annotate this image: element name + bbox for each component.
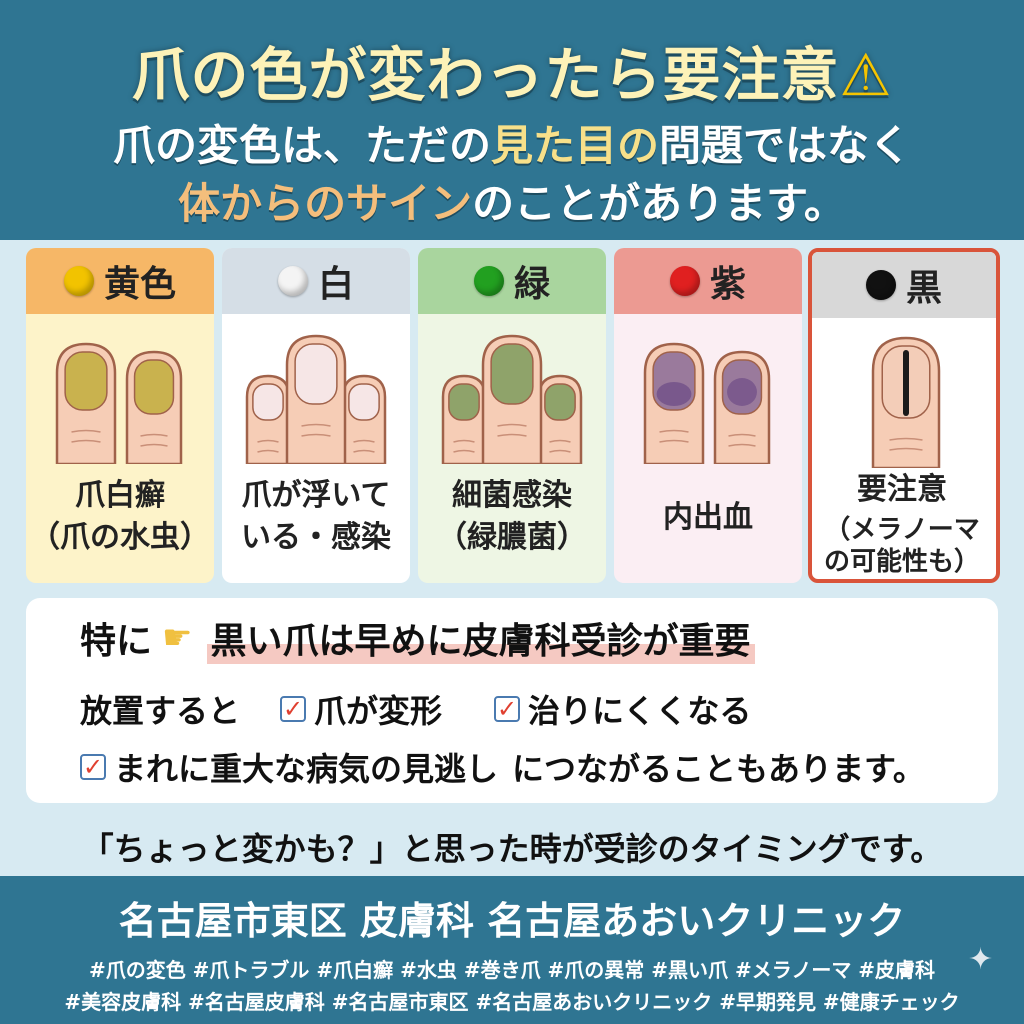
card-color-name: 黄色	[103, 264, 176, 305]
checkbox-icon: ✓	[494, 695, 521, 723]
card-header: 緑	[418, 248, 606, 314]
subtitle-text: のことがあります。	[472, 179, 846, 228]
checkbox-icon: ✓	[80, 753, 106, 781]
card-header: 黄色	[26, 248, 214, 314]
finger-shape	[341, 374, 387, 464]
nail-color-cards: 黄色 爪白癬 （爪の水虫） 白 爪が浮いて いる・感染 緑 細菌感染 （緑膿菌）…	[0, 248, 1024, 593]
nail-illustration	[812, 318, 996, 468]
fingers-svg	[245, 334, 387, 464]
subtitle-highlight: 体からのサイン	[178, 179, 473, 228]
card-label: 細菌感染	[452, 478, 572, 513]
finger-shape	[643, 342, 705, 464]
subtitle-highlight: 見た目の	[490, 121, 659, 170]
green-dot-icon	[473, 266, 504, 296]
nail-shape	[252, 383, 284, 421]
card-header: 黒	[812, 252, 996, 318]
finger-shape	[871, 336, 941, 468]
card-label: 爪白癬	[75, 478, 165, 513]
black-dot-icon	[865, 270, 896, 300]
warning-panel: 特に ☛ 黒い爪は早めに皮膚科受診が重要 放置すると ✓爪が変形 ✓治りにくくな…	[26, 598, 998, 803]
title-text: 爪の色が変わったら要注意	[131, 41, 840, 109]
panel-lead: 特に	[80, 621, 153, 662]
card-label: 爪が浮いて	[241, 478, 391, 513]
nail-shape	[490, 343, 534, 405]
nail-shape	[294, 343, 338, 405]
clinic-name: 名古屋市東区 皮膚科 名古屋あおいクリニック	[118, 899, 906, 943]
finger-shape	[537, 374, 583, 464]
finger-shape	[713, 350, 771, 464]
page-title: 爪の色が変わったら要注意⚠	[0, 28, 1024, 112]
red-dot-icon	[669, 266, 700, 296]
subtitle-line-2: 体からのサインのことがあります。	[0, 170, 1024, 231]
finger-shape	[125, 350, 183, 464]
card-label-sub: （緑膿菌）	[437, 520, 587, 555]
hashtags-line-1: #爪の変色 #爪トラブル #爪白癬 #水虫 #巻き爪 #爪の異常 #黒い爪 #メ…	[88, 958, 936, 982]
nail-illustration	[26, 314, 214, 464]
card-label: 要注意	[857, 472, 947, 507]
check-item: 爪が変形	[314, 692, 443, 730]
warning-icon: ⚠	[839, 41, 893, 109]
checkbox-icon: ✓	[280, 695, 307, 723]
nail-illustration	[222, 314, 410, 464]
check-item-suffix: につながることもあります。	[512, 750, 925, 788]
melanoma-streak	[903, 350, 909, 416]
finger-shape	[55, 342, 117, 464]
card-yellow: 黄色 爪白癬 （爪の水虫）	[26, 248, 214, 583]
nail-shape	[64, 351, 108, 411]
finger-shape	[285, 334, 347, 464]
subtitle-text: 爪の変色は、ただの	[112, 121, 491, 170]
nail-shape	[448, 383, 480, 421]
nail-shape	[544, 383, 576, 421]
card-label-sub: の可能性も）	[823, 547, 980, 577]
neglect-label: 放置すると	[80, 692, 241, 730]
nail-illustration	[614, 314, 802, 464]
timing-message: 「ちょっと変かも？」と思った時が受診のタイミングです。	[81, 830, 943, 868]
card-color-name: 紫	[709, 264, 746, 305]
card-green: 緑 細菌感染 （緑膿菌）	[418, 248, 606, 583]
check-item: まれに重大な病気の見逃し	[114, 750, 499, 788]
nail-illustration	[418, 314, 606, 464]
subtitle-line-1: 爪の変色は、ただの見た目の問題ではなく	[0, 112, 1024, 173]
card-label-sub: （メラノーマ	[824, 515, 980, 545]
yellow-dot-icon	[63, 266, 94, 296]
fingers-svg	[55, 342, 183, 464]
card-color-name: 黒	[905, 268, 942, 309]
panel-emphasis: 黒い爪は早めに皮膚科受診が重要	[206, 612, 755, 664]
card-black: 黒 要注意 （メラノーマ の可能性も）	[808, 248, 1000, 583]
white-dot-icon	[277, 266, 308, 296]
panel-headline: 特に ☛ 黒い爪は早めに皮膚科受診が重要	[80, 612, 755, 664]
subtitle-text: 問題ではなく	[659, 121, 912, 170]
card-color-name: 白	[317, 264, 354, 305]
nail-shape	[133, 359, 175, 415]
panel-neglect-row: 放置すると ✓爪が変形 ✓治りにくくなる	[80, 686, 751, 732]
fingers-svg	[643, 342, 771, 464]
finger-shape	[245, 374, 291, 464]
finger-shape	[441, 374, 487, 464]
panel-serious-row: ✓ まれに重大な病気の見逃し につながることもあります。	[80, 744, 925, 790]
check-item: 治りにくくなる	[528, 692, 752, 730]
header-banner: 爪の色が変わったら要注意⚠ 爪の変色は、ただの見た目の問題ではなく 体からのサイ…	[0, 0, 1024, 240]
card-header: 白	[222, 248, 410, 314]
card-header: 紫	[614, 248, 802, 314]
pointing-hand-icon: ☛	[162, 618, 193, 658]
card-white: 白 爪が浮いて いる・感染	[222, 248, 410, 583]
card-label-sub: （爪の水虫）	[30, 520, 210, 555]
finger-shape	[481, 334, 543, 464]
card-purple: 紫 内出血	[614, 248, 802, 583]
hashtags-line-2: #美容皮膚科 #名古屋皮膚科 #名古屋市東区 #名古屋あおいクリニック #早期発…	[64, 990, 960, 1014]
nail-shape	[348, 383, 380, 421]
sparkle-icon: ✦	[968, 942, 994, 977]
fingers-svg	[441, 334, 583, 464]
footer-banner: 名古屋市東区 皮膚科 名古屋あおいクリニック #爪の変色 #爪トラブル #爪白癬…	[0, 876, 1024, 1024]
card-color-name: 緑	[513, 264, 550, 305]
fingers-svg	[871, 336, 941, 468]
card-label: 内出血	[663, 500, 753, 535]
card-label-sub: いる・感染	[241, 520, 391, 555]
